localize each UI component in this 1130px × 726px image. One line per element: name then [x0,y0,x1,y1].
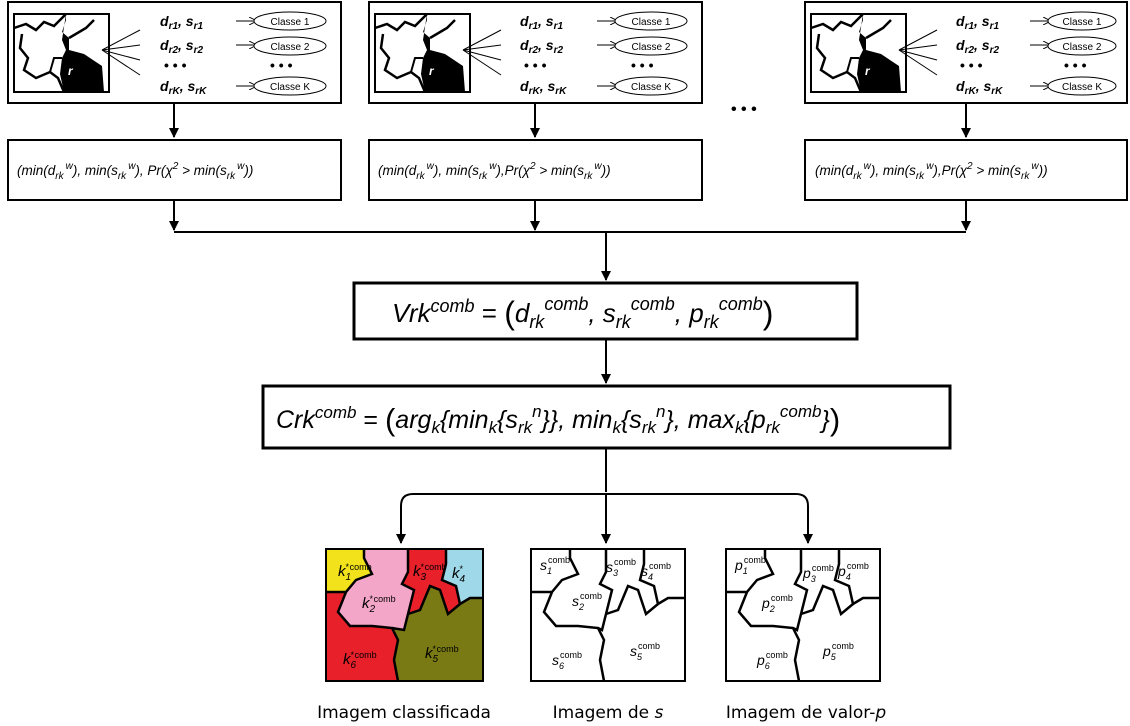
min-formula-text: (min(drkw), min(srkw), Pr(χ2 > min(srkw)… [17,161,253,182]
class-map-label-1: k1*comb [338,562,372,583]
distance-row-k: drK, srK [956,78,1003,97]
ccomb-formula: Crkcomb = (argk{mink{srkn}}, mink{srkn},… [276,402,840,437]
distance-row-k: drK, srK [520,78,567,97]
ellipsis-dots: • • • [164,57,187,73]
s-map-label-6: s6comb [552,650,582,671]
panels-ellipsis: • • • [731,101,757,118]
region-thumbnail [809,12,908,94]
distance-row-2: dr2, sr2 [520,37,563,56]
min-formula-box-3: (min(drkw), min(srkw),Pr(χ2 > min(srkw)) [804,139,1128,201]
p-map-label-1: p1comb [734,555,766,576]
class-map-label-2: k2*comb [362,594,396,615]
ccomb-box: Crkcomb = (argk{mink{srkn}}, mink{srkn},… [261,384,952,450]
min-formula-text: (min(drkw), min(srkw),Pr(χ2 > min(srkw)) [378,161,611,182]
min-formula-box-2: (min(drkw), min(srkw),Pr(χ2 > min(srkw)) [368,139,703,201]
vcomb-formula: Vrkcomb = (drkcomb, srkcomb, prkcomb) [392,294,773,332]
s-map-label-4: s4comb [641,561,671,582]
distance-row-1: dr1, sr1 [956,13,999,32]
min-formula-text: (min(drkw), min(srkw),Pr(χ2 > min(srkw)) [815,161,1048,182]
s-map-label-2: s2comb [572,591,602,612]
p-map-label-6: p6comb [756,650,788,671]
ellipsis-dots: • • • [524,57,547,73]
p-map-label-5: p5comb [822,641,854,662]
distribution-connector [400,493,809,540]
class-ellipsis: • • • [631,57,654,73]
class-label-k: Classe K [270,82,310,93]
vcomb-box: Vrkcomb = (drkcomb, srkcomb, prkcomb) [352,281,859,341]
class-label-2: Classe 2 [1063,42,1102,53]
s-map-label-1: s1comb [540,555,570,576]
s-map-label-5: s5comb [630,641,660,662]
p-image-map: p1comb p2comb p3comb p4comb p5comb p6com… [725,548,881,682]
class-label-1: Classe 1 [632,17,671,28]
classified-map: k1*comb k2*comb k3*comb k4* k5*comb k6*c… [325,548,484,682]
region-letter: r [429,64,435,78]
distance-row-1: dr1, sr1 [520,13,563,32]
region-thumbnail [12,12,111,94]
min-formula-box-1: (min(drkw), min(srkw), Pr(χ2 > min(srkw)… [7,139,342,201]
class-label-1: Classe 1 [1063,17,1102,28]
distance-row-2: dr2, sr2 [956,37,999,56]
class-ellipsis: • • • [1064,57,1087,73]
region-thumbnail [373,12,472,94]
class-ellipsis: • • • [270,57,293,73]
class-label-2: Classe 2 [271,42,310,53]
region-letter: r [865,64,871,78]
top-panel-3: r dr1, sr1 dr2, sr2 • • • drK, srK Class… [804,1,1128,104]
s-map-label-3: s3comb [606,557,636,578]
class-map-label-4: k4* [452,564,466,585]
class-map-label-6: k6*comb [343,650,377,671]
caption-classified-image: Imagem classificada [317,703,491,723]
p-map-label-3: p3comb [802,563,834,584]
distance-row-k: drK, srK [160,78,207,97]
class-map-label-5: k5*comb [425,644,459,665]
s-image-map: s1comb s2comb s3comb s4comb s5comb s6com… [530,548,686,682]
top-panel-2: r dr1, sr1 dr2, sr2 • • • drK, srK Class… [368,1,703,104]
distance-row-1: dr1, sr1 [160,13,203,32]
class-map-label-3: k3*comb [413,562,447,583]
ellipsis-dots: • • • [960,57,983,73]
caption-p-value-image: Imagem de valor-p [726,703,887,723]
class-label-1: Classe 1 [271,17,310,28]
distance-row-2: dr2, sr2 [160,37,203,56]
class-label-k: Classe K [1062,82,1102,93]
region-letter: r [68,64,74,78]
class-label-k: Classe K [631,82,671,93]
class-label-2: Classe 2 [632,42,671,53]
p-map-label-4: p4comb [837,561,869,582]
caption-s-image: Imagem de s [553,703,664,723]
p-map-label-2: p2comb [761,593,793,614]
top-panel-1: r dr1, sr1 dr2, sr2 • • • drK, srK Class… [7,1,342,104]
